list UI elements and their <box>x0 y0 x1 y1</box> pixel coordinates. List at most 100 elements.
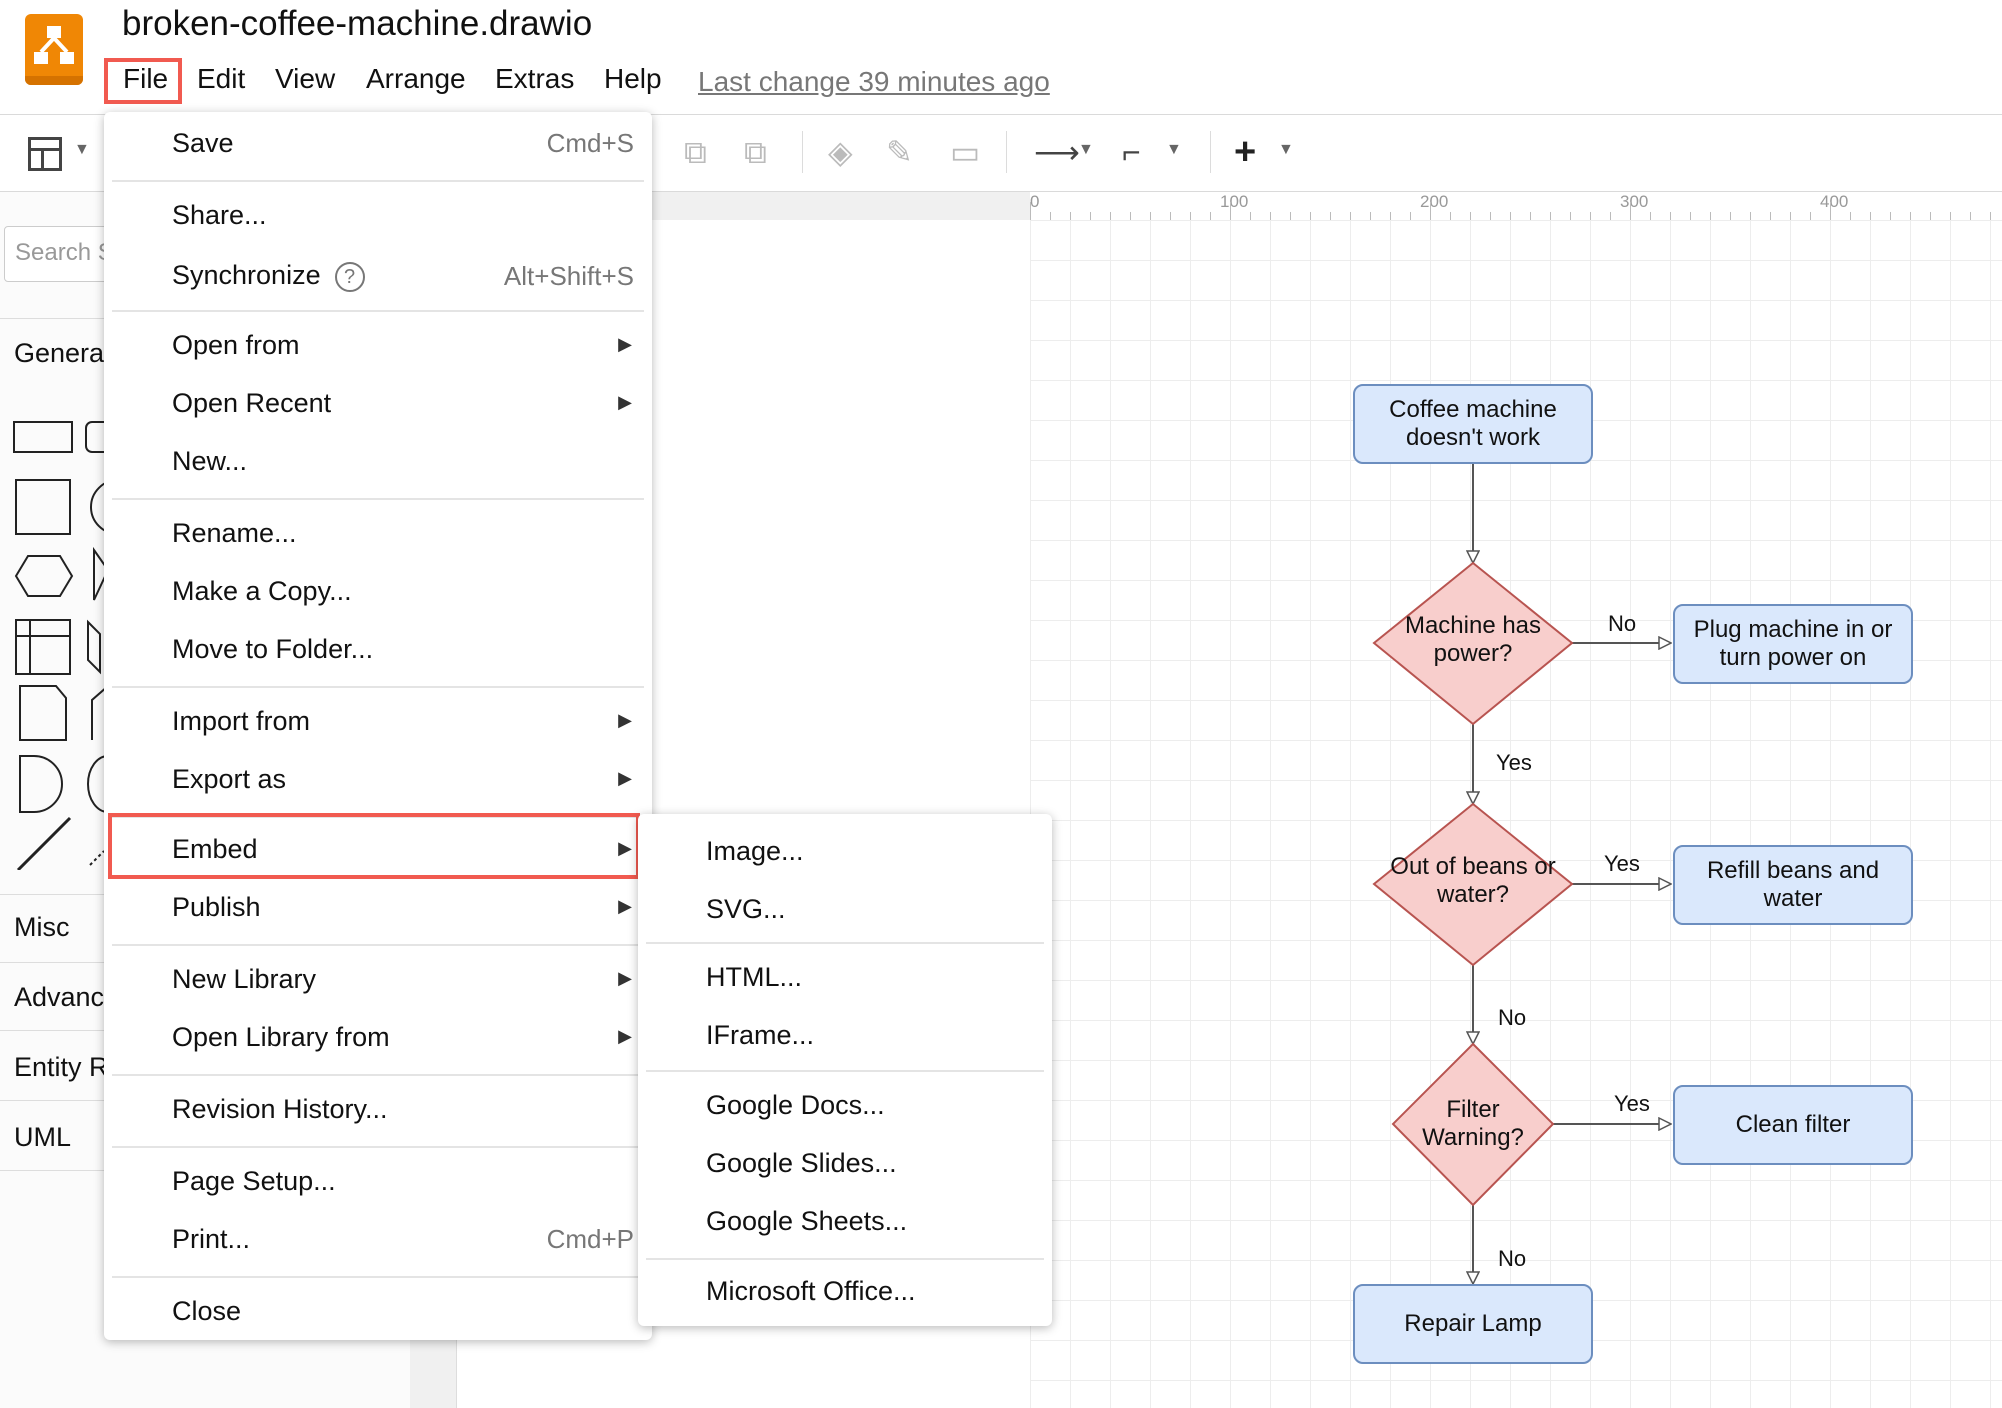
ruler-label: 200 <box>1420 192 1449 211</box>
embed-item-image[interactable]: Image... <box>706 836 804 866</box>
menu-arrange[interactable]: Arrange <box>366 63 466 94</box>
shape-palette[interactable] <box>8 410 108 870</box>
edge-label-no[interactable]: No <box>1498 1005 1527 1030</box>
menu-item-close[interactable]: Close <box>172 1296 242 1326</box>
decision-diamond[interactable] <box>1372 561 1574 726</box>
menu-item-make-copy[interactable]: Make a Copy... <box>172 576 352 606</box>
ruler-tick <box>1130 212 1131 220</box>
ruler-tick <box>1170 212 1171 220</box>
edge-label-yes[interactable]: Yes <box>1604 851 1640 876</box>
menu-item-open-from[interactable]: Open from <box>172 330 300 360</box>
fill-color-icon[interactable]: ◈ <box>828 134 853 170</box>
decision-label-filter[interactable]: Filter Warning? <box>1422 1096 1524 1151</box>
embed-item-google-slides[interactable]: Google Slides... <box>706 1148 897 1178</box>
to-front-icon[interactable]: ⧉ <box>684 134 707 170</box>
ruler-label: 300 <box>1620 192 1649 211</box>
node-clean-filter[interactable]: Clean filter <box>1673 1085 1913 1165</box>
ruler-label: 0 <box>1030 192 1040 211</box>
shadow-icon[interactable]: ▭ <box>950 134 981 170</box>
menu-item-open-recent[interactable]: Open Recent <box>172 388 332 418</box>
node-plug-in[interactable]: Plug machine in or turn power on <box>1673 604 1913 684</box>
chevron-down-icon[interactable]: ▼ <box>1078 141 1094 158</box>
ruler-tick <box>1050 212 1051 220</box>
menu-item-page-setup[interactable]: Page Setup... <box>172 1166 336 1196</box>
menu-item-synchronize[interactable]: Synchronize? <box>172 260 365 292</box>
menu-item-new[interactable]: New... <box>172 446 248 476</box>
chevron-down-icon[interactable]: ▼ <box>1278 141 1294 158</box>
node-start[interactable]: Coffee machine doesn't work <box>1353 384 1593 464</box>
ruler-tick <box>1990 212 1991 220</box>
insert-plus-icon[interactable]: + <box>1234 131 1257 173</box>
edge-label-no[interactable]: No <box>1608 611 1637 636</box>
chevron-down-icon[interactable]: ▼ <box>74 141 90 158</box>
menu-item-save[interactable]: Save <box>172 128 234 158</box>
to-back-icon[interactable]: ⧉ <box>744 134 767 170</box>
ruler-tick <box>1550 212 1551 220</box>
embed-item-microsoft-office[interactable]: Microsoft Office... <box>706 1276 916 1306</box>
node-refill[interactable]: Refill beans and water <box>1673 845 1913 925</box>
waypoint-icon[interactable]: ⌐ <box>1122 134 1141 170</box>
sidebar-section-uml[interactable]: UML <box>14 1122 72 1152</box>
ruler-tick <box>1410 212 1411 220</box>
decision-label-beans[interactable]: Out of beans or water? <box>1390 853 1556 908</box>
node-repair-lamp[interactable]: Repair Lamp <box>1353 1284 1593 1364</box>
embed-item-google-sheets[interactable]: Google Sheets... <box>706 1206 908 1236</box>
edge-label-yes[interactable]: Yes <box>1496 750 1532 775</box>
ruler-tick <box>1470 212 1471 220</box>
drawio-logo <box>25 14 83 85</box>
menu-item-export-as[interactable]: Export as <box>172 764 287 794</box>
ruler-tick <box>1350 212 1351 220</box>
ruler-tick <box>1730 212 1731 220</box>
menu-item-embed[interactable]: Embed <box>172 834 258 864</box>
menu-edit[interactable]: Edit <box>197 63 246 94</box>
line-color-icon[interactable]: ✎ <box>886 134 913 170</box>
decision-label-power[interactable]: Machine has power? <box>1404 612 1542 667</box>
menu-item-move-to-folder[interactable]: Move to Folder... <box>172 634 374 664</box>
menu-file[interactable]: File <box>123 63 169 94</box>
decision-diamond[interactable] <box>1391 1042 1555 1207</box>
menu-item-rename[interactable]: Rename... <box>172 518 297 548</box>
connection-arrow-icon[interactable]: ⟶ <box>1034 134 1080 170</box>
ruler-tick <box>1030 202 1031 220</box>
edge-label-no[interactable]: No <box>1498 1246 1527 1271</box>
embed-item-svg[interactable]: SVG... <box>706 894 786 924</box>
ruler-tick <box>1610 212 1611 220</box>
sidebar-section-general[interactable]: General <box>14 338 111 368</box>
menu-extras[interactable]: Extras <box>495 63 575 94</box>
ruler-tick <box>1590 212 1591 220</box>
ruler-tick <box>1370 212 1371 220</box>
menu-item-share[interactable]: Share... <box>172 200 267 230</box>
ruler-tick <box>1710 212 1711 220</box>
file-menu-highlight <box>104 58 182 104</box>
menu-item-synchronize-label: Synchronize <box>172 260 321 290</box>
chevron-down-icon[interactable]: ▼ <box>1166 141 1182 158</box>
ruler-tick <box>1910 212 1911 220</box>
ruler-tick <box>1490 212 1491 220</box>
edge-label-yes[interactable]: Yes <box>1614 1091 1650 1116</box>
submenu-arrow-icon: ▶ <box>618 392 632 412</box>
embed-item-html[interactable]: HTML... <box>706 962 803 992</box>
embed-item-google-docs[interactable]: Google Docs... <box>706 1090 885 1120</box>
menu-view[interactable]: View <box>275 63 336 94</box>
menu-item-open-library-from[interactable]: Open Library from <box>172 1022 390 1052</box>
decision-diamond[interactable] <box>1372 802 1574 967</box>
sidebar-section-misc[interactable]: Misc <box>14 912 70 942</box>
format-panel-icon[interactable] <box>28 137 62 171</box>
menu-help[interactable]: Help <box>604 63 662 94</box>
menu-item-import-from[interactable]: Import from <box>172 706 311 736</box>
menu-item-print[interactable]: Print... <box>172 1224 251 1254</box>
ruler-label: 400 <box>1820 192 1849 211</box>
last-change-link[interactable]: Last change 39 minutes ago <box>698 66 1050 97</box>
ruler-tick <box>1290 212 1291 220</box>
menu-item-new-library[interactable]: New Library <box>172 964 317 994</box>
ruler-tick <box>1850 212 1851 220</box>
ruler-tick <box>1790 212 1791 220</box>
menu-item-publish[interactable]: Publish <box>172 892 261 922</box>
document-title[interactable]: broken-coffee-machine.drawio <box>122 4 593 43</box>
embed-item-iframe[interactable]: IFrame... <box>706 1020 815 1050</box>
submenu-arrow-icon: ▶ <box>618 838 632 858</box>
help-icon[interactable]: ? <box>334 261 365 292</box>
embed-submenu: Image... SVG... HTML... IFrame... Google… <box>638 814 1052 1326</box>
ruler-tick <box>1870 212 1871 220</box>
menu-item-revision-history[interactable]: Revision History... <box>172 1094 388 1124</box>
